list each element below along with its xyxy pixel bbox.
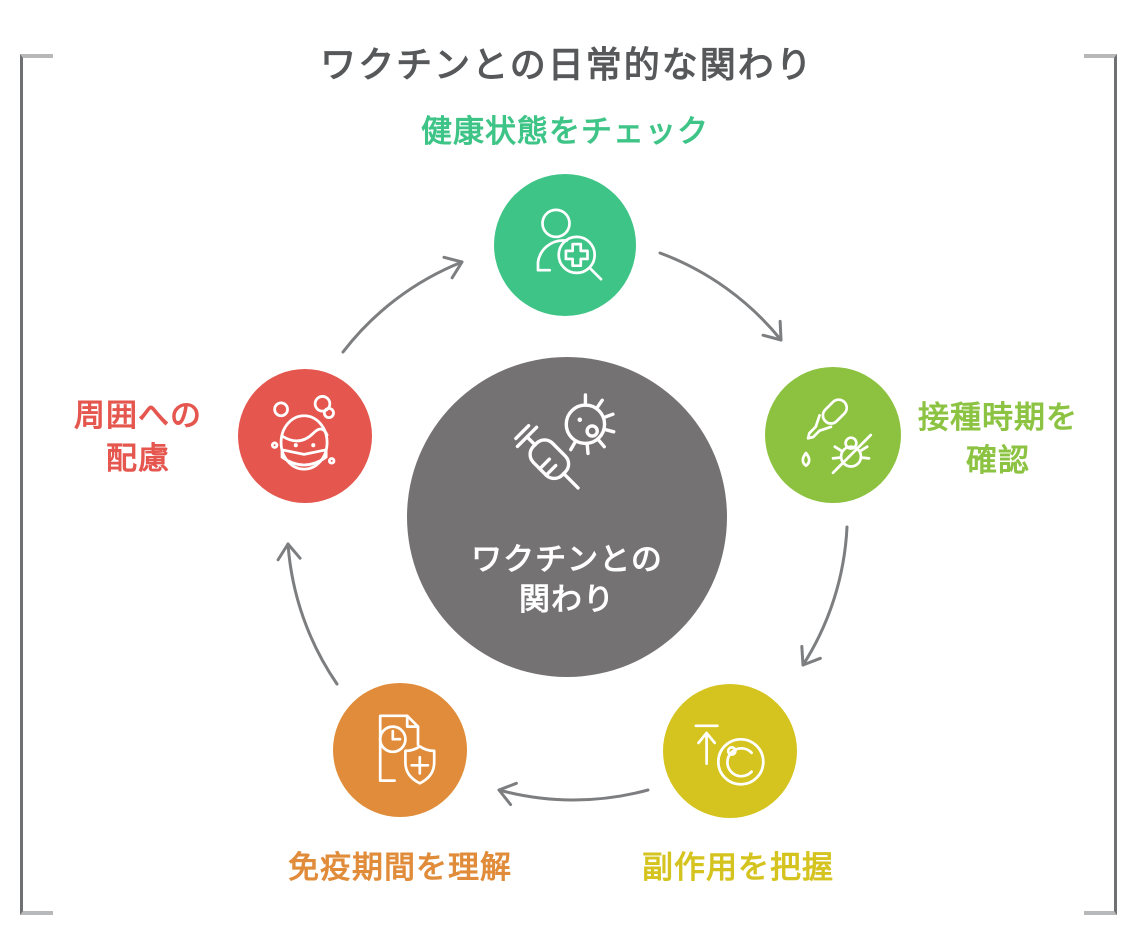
frame-bracket-right <box>1084 54 1117 915</box>
step-label-line: 確認 <box>966 443 1030 478</box>
step-label-line: 配慮 <box>106 441 170 476</box>
temperature-celsius-icon <box>694 724 765 786</box>
arrow-right-to-bottom-right <box>800 525 849 667</box>
center-label-line2: 関わり <box>519 582 615 617</box>
arrow-bottom-left-to-left <box>276 542 339 686</box>
step-node-health-check <box>494 174 636 316</box>
step-label-line: 接種時期を <box>918 400 1078 435</box>
syringe-virus-icon <box>514 393 616 490</box>
step-label-vaccination-timing: 接種時期を 確認 <box>903 396 1093 482</box>
center-label-line1: ワクチンとの <box>471 542 663 577</box>
center-label: ワクチンとの 関わり <box>407 540 727 620</box>
step-label-side-effects: 副作用を把握 <box>642 850 834 885</box>
arrow-top-to-right <box>658 251 783 342</box>
page-title: ワクチンとの日常的な関わり <box>320 44 814 85</box>
step-node-consideration <box>238 369 372 503</box>
arrow-left-to-top <box>341 255 464 354</box>
step-label-health-check: 健康状態をチェック <box>421 114 709 149</box>
document-clock-shield-icon <box>378 714 436 785</box>
arrow-bottom-right-to-bottom-left <box>497 781 650 807</box>
frame-bracket-left <box>20 54 53 915</box>
step-label-line: 周囲への <box>74 398 202 433</box>
step-node-immunity-period <box>333 683 467 817</box>
dropper-bug-icon <box>801 398 873 475</box>
step-node-vaccination-timing <box>765 367 901 503</box>
person-magnifier-cross-icon <box>536 208 603 281</box>
step-label-consideration: 周囲への 配慮 <box>43 394 233 480</box>
step-label-immunity-period: 免疫期間を理解 <box>288 850 512 885</box>
center-node: ワクチンとの 関わり <box>407 357 727 677</box>
step-node-side-effects <box>663 684 797 818</box>
masked-face-icon <box>270 395 336 471</box>
